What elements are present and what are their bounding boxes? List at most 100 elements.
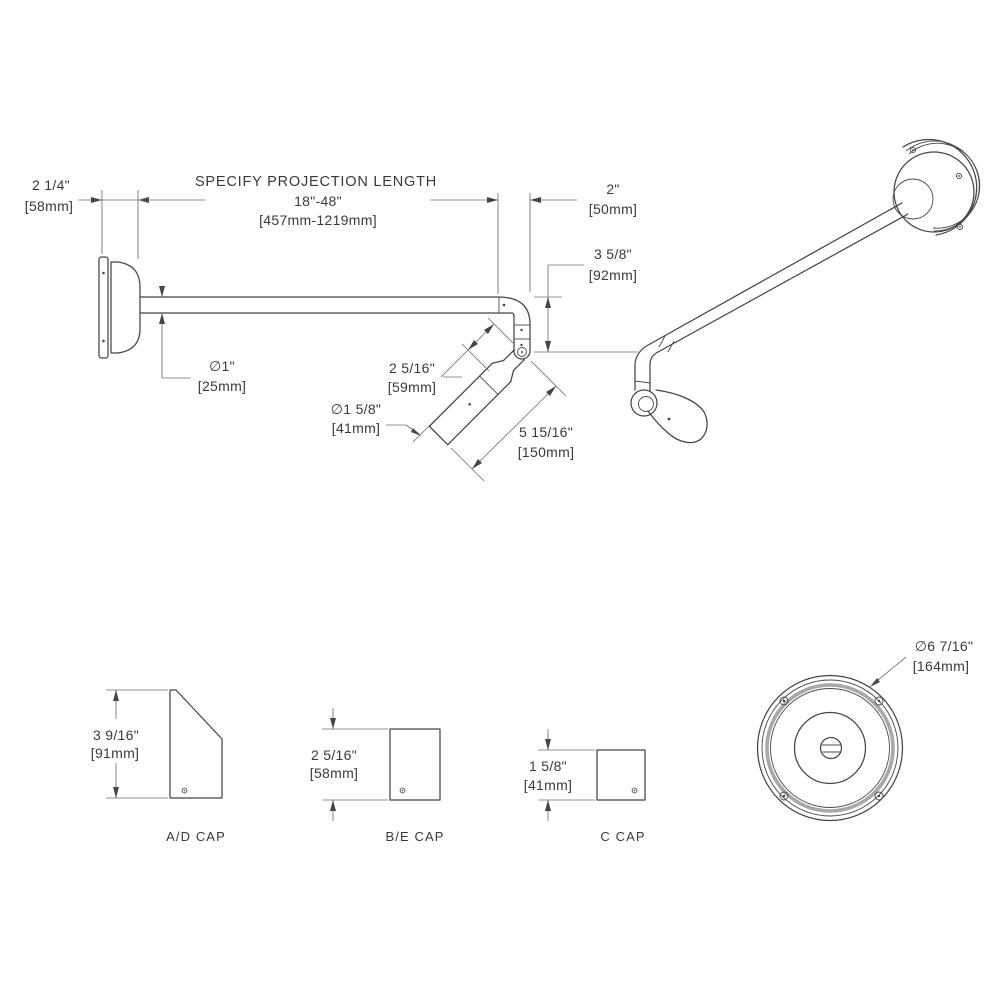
iso-knuckle-outer xyxy=(630,389,658,417)
cap-be-height-inches: 2 5/16" xyxy=(311,747,357,763)
backplate-dia-inches: ∅6 7/16" xyxy=(915,638,974,654)
backplate-screw-dot-top xyxy=(102,271,105,275)
dim-backplate-diameter: ∅6 7/16" [164mm] xyxy=(870,638,973,687)
backplate-inner-ring xyxy=(770,688,890,808)
cap-c-screw xyxy=(631,787,638,794)
cap-be-outline xyxy=(389,728,441,801)
cap-c-height-mm: [41mm] xyxy=(524,777,572,793)
plate-hub-circle xyxy=(892,178,934,220)
arrowhead xyxy=(411,428,421,436)
side-view xyxy=(98,256,531,446)
arrowhead xyxy=(484,324,494,334)
head-screw-dot xyxy=(468,403,471,406)
arrowhead xyxy=(468,340,478,350)
drop-mm: [92mm] xyxy=(589,267,637,283)
arrowhead xyxy=(159,286,165,297)
dim-line xyxy=(440,323,495,378)
plate-screw-2 xyxy=(955,172,963,180)
plate-screw-3 xyxy=(956,223,964,231)
backplate-screw-tr-dot xyxy=(877,699,881,703)
drop-tube-rounded-end xyxy=(513,350,531,360)
cap-ad-outline xyxy=(169,689,223,799)
angled-head-group xyxy=(428,349,525,446)
backplate-center-screw xyxy=(819,736,843,760)
backplate-screw-bl-dot xyxy=(782,794,786,798)
cap-c-screw-dot xyxy=(633,789,636,792)
plate-screw-3-dot xyxy=(959,226,961,228)
projection-label: SPECIFY PROJECTION LENGTH xyxy=(195,174,437,190)
plate-screw-2-dot xyxy=(958,175,960,177)
arrowhead xyxy=(330,718,336,729)
dim-head-length: 5 15/16" [150mm] xyxy=(450,360,574,482)
backplate-screw-tl xyxy=(779,696,789,706)
isometric-view xyxy=(630,138,981,444)
head-seam xyxy=(479,375,499,395)
ext-line xyxy=(450,447,485,482)
knuckle-inches: 2 5/16" xyxy=(389,360,435,376)
plate-screw-1-dot xyxy=(912,149,914,151)
backplate-screw-bl xyxy=(779,791,789,801)
mount-depth-mm: [58mm] xyxy=(25,198,73,214)
backplate-gasket-ring xyxy=(765,683,895,813)
backplate-screw-tl-dot xyxy=(782,699,786,703)
head-tube-left xyxy=(428,362,493,427)
backplate-screw-br-dot xyxy=(877,794,881,798)
head-dia-mm: [41mm] xyxy=(332,420,380,436)
arrowhead xyxy=(113,690,119,701)
drop-inches: 3 5/8" xyxy=(594,246,632,262)
arm-dia-mm: [25mm] xyxy=(198,378,246,394)
projection-range-mm: [457mm-1219mm] xyxy=(259,212,377,228)
cap-ad-screw-dot xyxy=(183,789,186,792)
iso-drop-seam xyxy=(634,380,651,384)
ext-line xyxy=(530,360,567,397)
cap-ad-label: A/D CAP xyxy=(166,829,226,844)
arrowhead xyxy=(159,313,165,324)
cap-be-label: B/E CAP xyxy=(386,829,445,844)
dim-arm-diameter: ∅1" [25mm] xyxy=(159,286,246,394)
iso-tube-tick-1 xyxy=(658,335,666,348)
cap-be-height-mm: [58mm] xyxy=(310,765,358,781)
elbow-offset-inches: 2" xyxy=(606,181,619,197)
arrowhead xyxy=(870,678,880,687)
backplate-outer-circle xyxy=(756,674,904,822)
arrowhead xyxy=(545,739,551,750)
arrowhead xyxy=(530,197,541,203)
backplate-screw-br xyxy=(874,791,884,801)
head-flare-right xyxy=(510,369,515,383)
drop-screw-dot-2 xyxy=(520,343,523,347)
iso-elbow-outer xyxy=(634,343,651,391)
head-len-inches: 5 15/16" xyxy=(519,424,573,440)
iso-tube-bottom xyxy=(657,213,909,353)
cap-c-height-inches: 1 5/8" xyxy=(529,758,567,774)
iso-elbow-inner xyxy=(649,351,659,392)
iso-knuckle-inner xyxy=(638,396,654,412)
cap-ad-view: 3 9/16" [91mm] A/D CAP xyxy=(91,689,226,844)
iso-tube-tick-2 xyxy=(667,340,675,353)
head-flare-left xyxy=(491,359,505,364)
arrowhead xyxy=(545,800,551,811)
cap-ad-height-mm: [91mm] xyxy=(91,745,139,761)
backplate-screw-dot-bottom xyxy=(102,339,105,343)
cap-be-screw-dot xyxy=(401,789,404,792)
arrowhead xyxy=(545,297,551,308)
wall-backplate-edge xyxy=(98,256,109,359)
backplate-hub-circle xyxy=(793,711,867,785)
plate-screw-1 xyxy=(909,146,917,154)
cap-be-view: 2 5/16" [58mm] B/E CAP xyxy=(310,708,445,844)
cap-ad-height-inches: 3 9/16" xyxy=(93,727,139,743)
backplate-dia-mm: [164mm] xyxy=(913,658,970,674)
cap-c-label: C CAP xyxy=(600,829,645,844)
wall-mount-dome xyxy=(110,261,141,354)
arrowhead xyxy=(91,197,102,203)
cap-c-outline xyxy=(596,749,646,801)
cap-c-view: 1 5/8" [41mm] C CAP xyxy=(524,729,646,844)
backplate-second-circle xyxy=(761,679,899,817)
dim-elbow-offset: 2" [50mm] xyxy=(497,181,637,294)
dim-mount-depth: 2 1/4" [58mm] xyxy=(25,177,149,259)
head-tube-right xyxy=(447,381,512,446)
pivot-screw-dot xyxy=(521,351,523,353)
head-dia-inches: ∅1 5/8" xyxy=(331,401,381,417)
dim-knuckle-length: 2 5/16" [59mm] xyxy=(388,317,516,395)
iso-head-screw-dot xyxy=(667,417,671,421)
